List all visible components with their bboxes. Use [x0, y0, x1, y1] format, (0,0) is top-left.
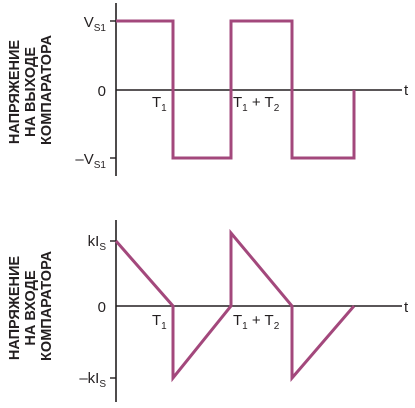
- bottom-label-zero: 0: [98, 299, 106, 316]
- bottom-ylabel-line-3: КОМПАРАТОРА: [39, 251, 55, 361]
- top-label-t1-plus-t2: T1 + T2: [233, 94, 280, 114]
- bottom-panel: НАПРЯЖЕНИЕ НА ВХОДЕ КОМПАРАТОРА kIS 0 –k…: [7, 220, 409, 402]
- bottom-ylabel-line-1: НАПРЯЖЕНИЕ: [7, 256, 23, 361]
- top-square-wave: [116, 19, 356, 160]
- bottom-label-t1: T1: [152, 312, 167, 332]
- bottom-label-t1-plus-t2: T1 + T2: [233, 312, 280, 332]
- bottom-label-t: t: [404, 299, 409, 316]
- bottom-ylabel: НАПРЯЖЕНИЕ НА ВХОДЕ КОМПАРАТОРА: [7, 251, 55, 361]
- bottom-label-neg-kis: –kIS: [79, 370, 106, 390]
- top-ylabel-line-3: КОМПАРАТОРА: [39, 35, 55, 145]
- top-label-zero: 0: [98, 83, 106, 100]
- top-label-neg-vs1: –VS1: [75, 151, 106, 171]
- top-label-t: t: [404, 82, 409, 99]
- top-ylabel-line-1: НАПРЯЖЕНИЕ: [7, 40, 23, 145]
- bottom-label-kis: kIS: [88, 233, 107, 253]
- top-label-t1: T1: [152, 94, 167, 114]
- bottom-triangle-wave: [114, 228, 356, 383]
- top-panel: НАПРЯЖЕНИЕ НА ВЫХОДЕ КОМПАРАТОРА VS1 0 –…: [7, 3, 409, 176]
- top-ylabel-line-2: НА ВЫХОДЕ: [23, 47, 39, 137]
- top-label-vs1: VS1: [84, 14, 107, 34]
- bottom-ylabel-line-2: НА ВХОДЕ: [23, 270, 39, 346]
- top-ylabel: НАПРЯЖЕНИЕ НА ВЫХОДЕ КОМПАРАТОРА: [7, 35, 55, 145]
